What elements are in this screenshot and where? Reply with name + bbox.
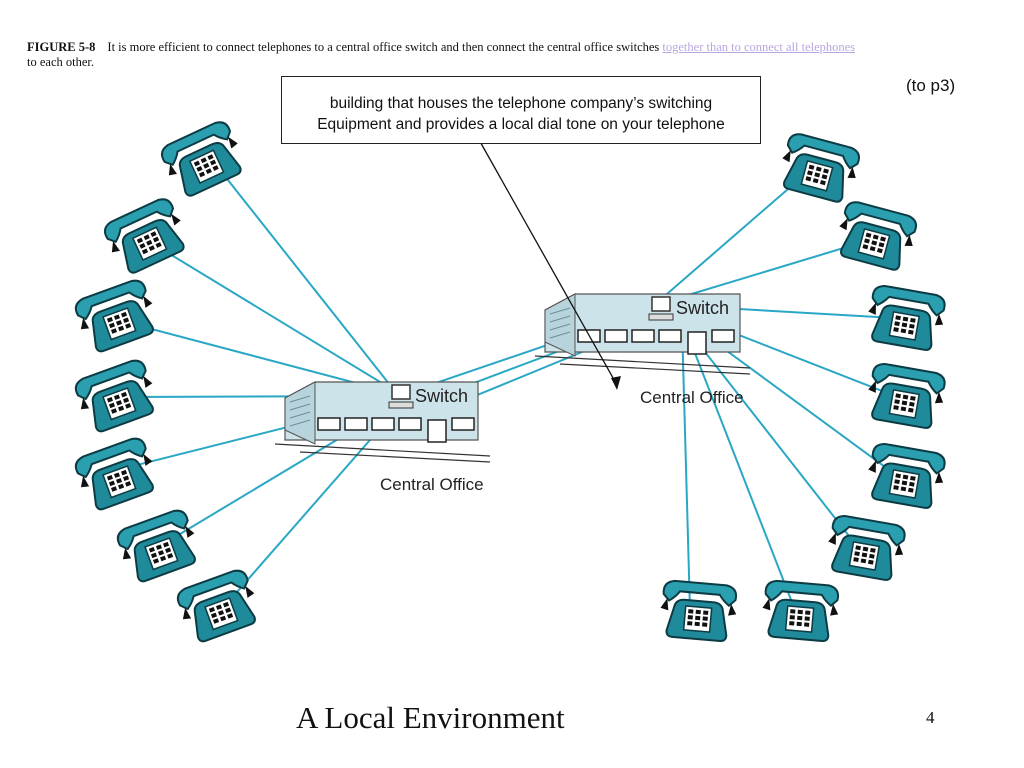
telephone-icon — [172, 565, 265, 647]
caption-text: It is more efficient to connect telephon… — [107, 40, 660, 54]
telephone-icon — [70, 433, 163, 515]
telephone-icon — [112, 505, 205, 587]
page-reference-note: (to p3) — [906, 76, 956, 95]
telephone-icon — [862, 282, 949, 354]
connection-lines — [124, 169, 901, 611]
page-number: 4 — [926, 708, 935, 727]
right-office-label: Central Office — [640, 388, 744, 407]
right-switch-label: Switch — [676, 298, 729, 318]
slide-title: A Local Environment — [296, 700, 565, 735]
telephone-icon — [99, 193, 194, 279]
left-switch-label: Switch — [415, 386, 468, 406]
telephone-icon — [759, 578, 842, 644]
figure-caption: FIGURE 5-8 It is more efficient to connec… — [27, 40, 987, 70]
right-telephones — [657, 130, 949, 644]
telephone-icon — [657, 578, 740, 644]
computer-icon — [388, 384, 414, 409]
figure-label: FIGURE 5-8 — [27, 40, 96, 54]
callout-line-2: Equipment and provides a local dial tone… — [317, 116, 725, 133]
callout-box: building that houses the telephone compa… — [281, 76, 761, 144]
left-office-label: Central Office — [380, 475, 484, 494]
left-central-office: Switch Central Office — [274, 381, 491, 494]
telephone-icon — [774, 130, 864, 207]
caption-continuation: to each other. — [27, 55, 94, 69]
computer-icon — [648, 296, 674, 321]
callout-line-1: building that houses the telephone compa… — [329, 95, 713, 112]
telephone-icon — [831, 198, 921, 275]
telephone-icon — [862, 360, 949, 432]
caption-link[interactable]: together than to connect all telephones — [662, 40, 856, 54]
telephone-icon — [862, 440, 949, 512]
left-telephones — [70, 116, 265, 647]
right-central-office: Switch Central Office — [534, 293, 751, 407]
telephone-icon — [822, 512, 909, 584]
telephone-icon — [70, 275, 163, 357]
callout-arrow — [477, 137, 621, 390]
